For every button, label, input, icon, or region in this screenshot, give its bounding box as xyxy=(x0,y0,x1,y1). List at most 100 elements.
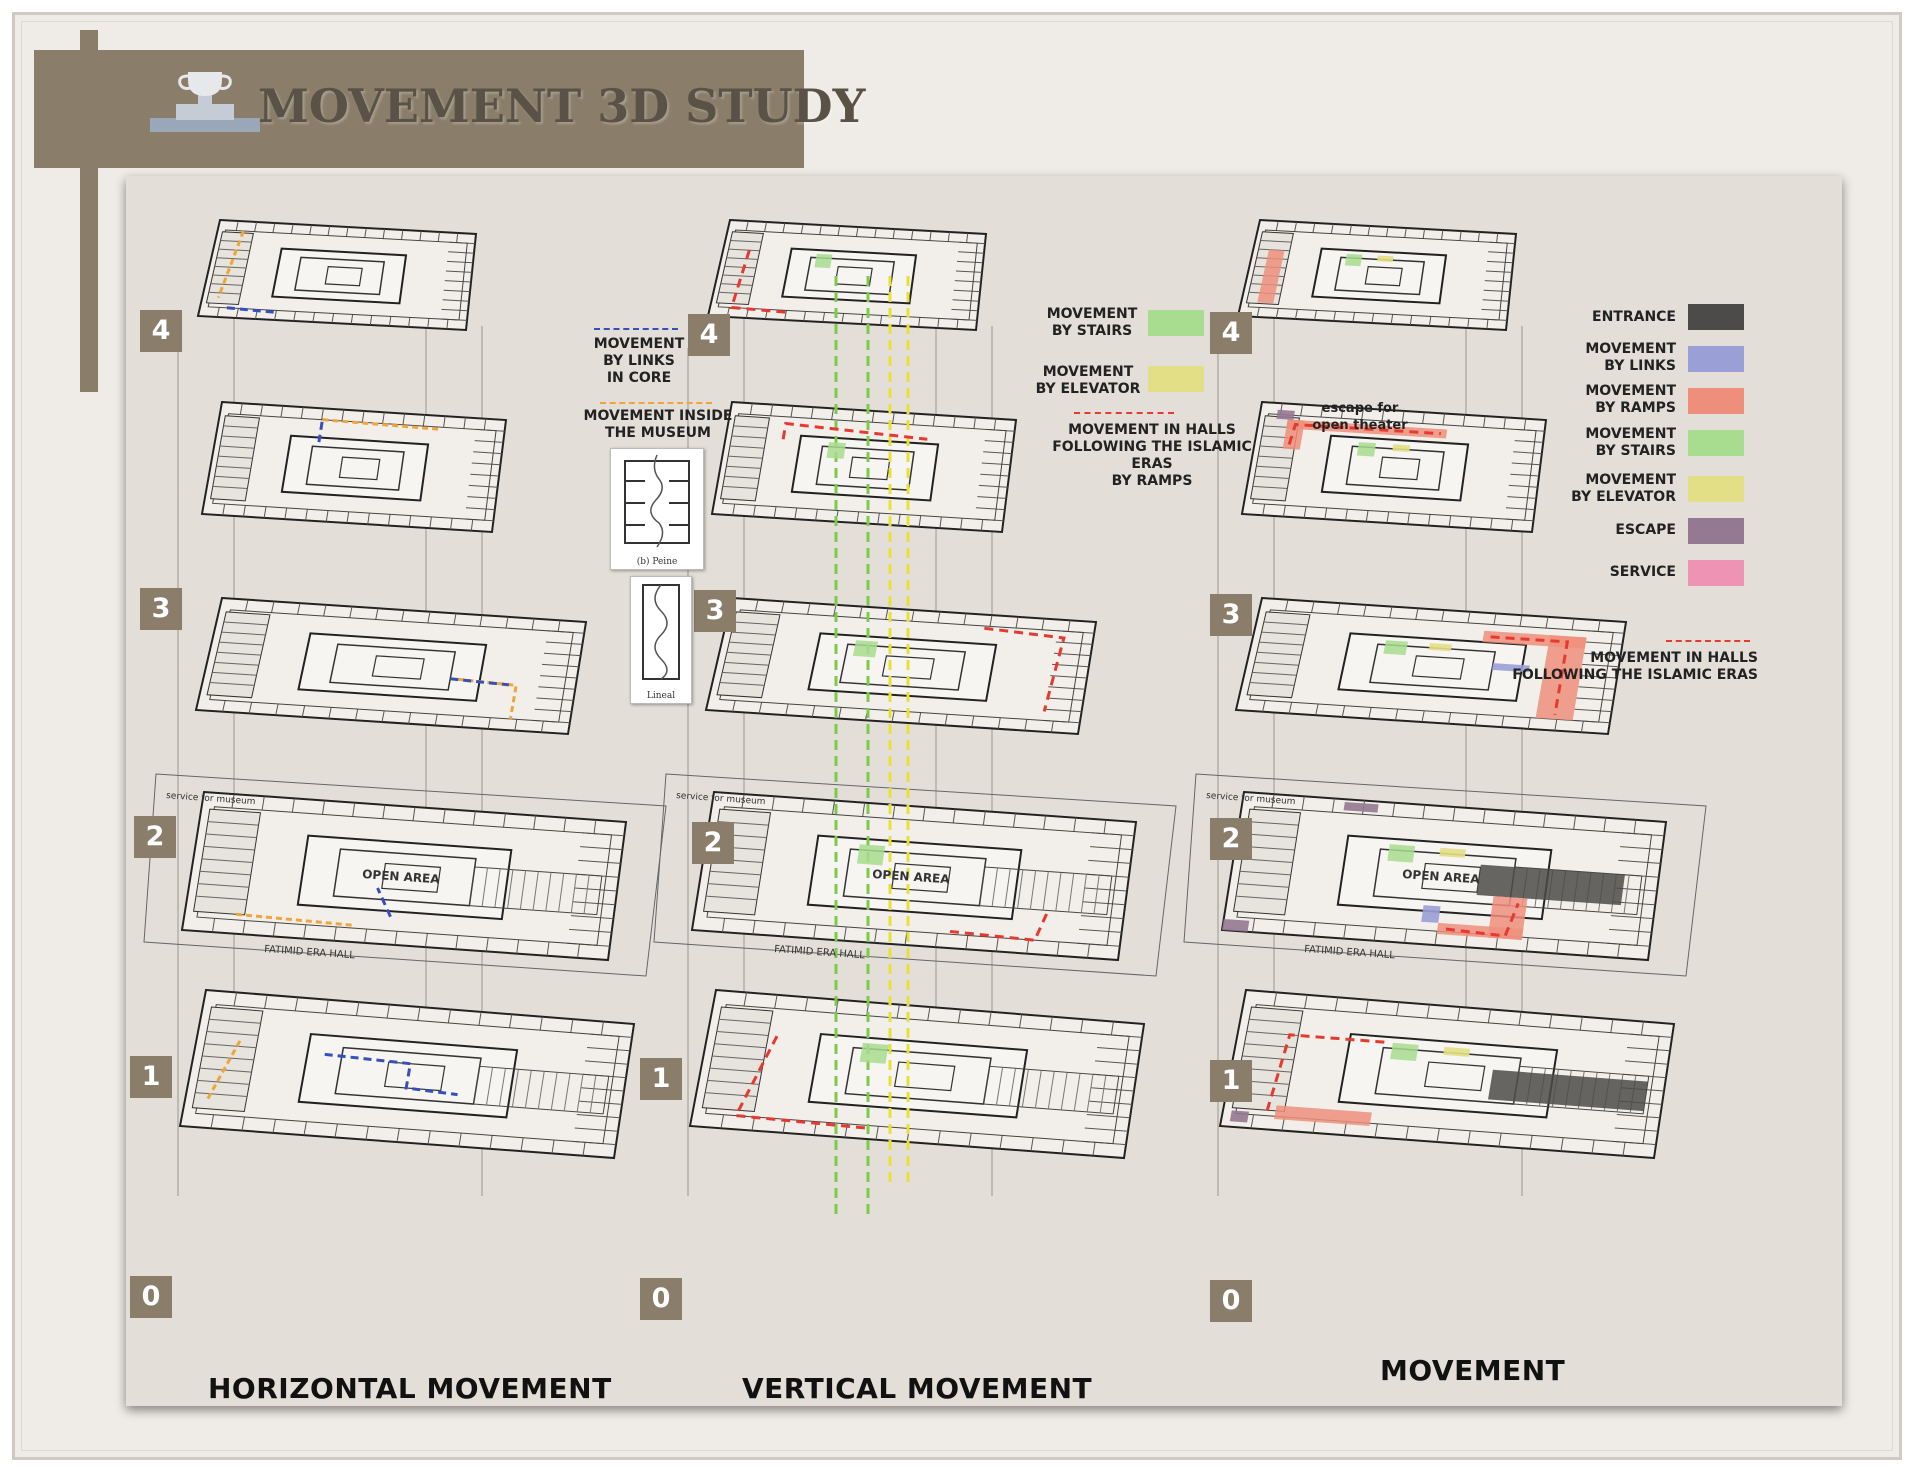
room-wall-t-v4-1 xyxy=(743,992,748,1007)
wing-wall-v0-4 xyxy=(724,265,757,269)
room-wall-b-h3-8 xyxy=(424,933,428,948)
level-badge-m-1: 1 xyxy=(1210,1060,1252,1102)
step-v3-7 xyxy=(1068,873,1075,913)
link-route-l3 xyxy=(317,421,324,443)
step-v4-1 xyxy=(995,1067,1004,1106)
room-wall-t-m2-2 xyxy=(1311,601,1315,613)
room-wall-r-v0-3 xyxy=(957,260,984,264)
inset-bottom-caption: Lineal xyxy=(646,691,676,701)
room-wall-t-m2-12 xyxy=(1571,618,1575,630)
room-wall-t-h0-13 xyxy=(456,232,459,243)
room-wall-t-h0-9 xyxy=(382,228,386,239)
stair-core-m4 xyxy=(1390,1042,1419,1062)
room-wall-r-v0-8 xyxy=(951,308,979,312)
core-v2 xyxy=(839,643,967,691)
entrance-fill-l0 xyxy=(1488,1069,1648,1112)
room-wall-t-h1-10 xyxy=(422,414,426,427)
room-wall-b-h4-13 xyxy=(582,1142,586,1156)
room-wall-b-h0-7 xyxy=(331,313,335,324)
room-wall-t-v2-5 xyxy=(859,606,863,618)
core-h0 xyxy=(293,256,386,296)
fatimid-label-h: FATIMID ERA HALL xyxy=(264,944,356,961)
room-wall-t-h3-5 xyxy=(352,802,356,817)
step-v3-3 xyxy=(1017,869,1024,909)
atrium-m2 xyxy=(1411,655,1465,680)
room-wall-t-v0-6 xyxy=(837,225,841,236)
room-wall-b-m4-1 xyxy=(1250,1114,1255,1129)
room-wall-b-h2-11 xyxy=(487,717,491,729)
wing-wall-m4-1 xyxy=(1249,1018,1301,1024)
escape-note: escape for open theater xyxy=(1312,401,1408,433)
room-wall-r-m3-2 xyxy=(1620,846,1663,851)
room-wall-t-h1-13 xyxy=(483,418,487,430)
room-wall-t-m2-4 xyxy=(1363,604,1367,617)
room-wall-t-v2-13 xyxy=(1067,620,1071,632)
wing-wall-v2-6 xyxy=(722,671,767,676)
room-wall-r-m2-7 xyxy=(1576,697,1614,701)
room-wall-r-v1-8 xyxy=(975,507,1005,511)
room-wall-r-h3-6 xyxy=(572,901,616,906)
hall-ramp-l4 xyxy=(729,249,791,315)
room-wall-b-v2-13 xyxy=(1050,721,1054,733)
room-wall-b-h1-11 xyxy=(429,516,432,529)
level-badge-v-1: 1 xyxy=(640,1058,682,1100)
wing-wall-v0-2 xyxy=(728,248,760,252)
wing-wall-m2-4 xyxy=(1256,651,1302,656)
room-wall-b-m2-6 xyxy=(1394,708,1399,721)
step-h4-4 xyxy=(524,1070,532,1109)
room-wall-t-m0-7 xyxy=(1385,226,1389,237)
room-wall-t-m0-1 xyxy=(1275,220,1279,231)
room-wall-t-h2-9 xyxy=(453,613,457,625)
room-wall-t-m0-10 xyxy=(1441,229,1444,240)
room-wall-b-v0-13 xyxy=(956,319,959,330)
step-h4-6 xyxy=(550,1072,558,1110)
step-h3-1 xyxy=(481,867,488,907)
room-wall-t-v1-3 xyxy=(790,405,794,418)
room-wall-t-v2-3 xyxy=(807,603,811,615)
room-wall-t-v4-3 xyxy=(804,997,809,1011)
room-wall-b-m1-3 xyxy=(1303,506,1307,518)
wing-m2 xyxy=(1246,611,1311,699)
room-wall-r-h3-7 xyxy=(570,915,614,920)
room-wall-t-h3-1 xyxy=(231,794,235,809)
open-area-label-h: OPEN AREA xyxy=(362,867,441,886)
room-wall-t-h4-1 xyxy=(233,992,238,1007)
wing-wall-v4-1 xyxy=(719,1018,771,1024)
room-wall-t-v1-13 xyxy=(993,418,997,430)
wing-wall-h3-4 xyxy=(201,858,253,863)
step-h3-3 xyxy=(507,869,514,909)
room-wall-t-v1-10 xyxy=(932,414,936,427)
step-v3-4 xyxy=(1029,870,1037,910)
room-wall-t-v0-3 xyxy=(782,222,786,233)
room-wall-b-m1-4 xyxy=(1324,507,1328,520)
room-wall-r-h2-3 xyxy=(543,652,581,657)
wing-wall-h3-6 xyxy=(197,883,249,888)
wing-wall-m3-5 xyxy=(1239,870,1291,876)
stair-core-m3 xyxy=(1387,844,1416,863)
room-wall-t-v3-2 xyxy=(771,796,775,811)
wing-wall-v1-4 xyxy=(728,455,763,459)
courtyard-v0 xyxy=(781,247,918,305)
room-wall-r-v3-6 xyxy=(1082,901,1126,906)
museum-comb-plan-inset: (b) Peine xyxy=(610,448,704,570)
escape-fill-l1b xyxy=(1222,918,1250,932)
room-wall-t-m2-5 xyxy=(1389,606,1393,618)
step-h4-5 xyxy=(537,1071,545,1109)
room-wall-b-m2-2 xyxy=(1288,702,1293,714)
wing-wall-m2-2 xyxy=(1261,631,1306,636)
room-wall-t-m3-3 xyxy=(1331,798,1335,813)
room-wall-r-v2-6 xyxy=(1048,686,1086,690)
atrium-m1 xyxy=(1378,456,1421,481)
room-wall-b-h1-3 xyxy=(263,506,267,518)
room-wall-t-m1-4 xyxy=(1340,407,1344,419)
room-wall-t-v3-6 xyxy=(892,804,896,819)
room-wall-b-m3-3 xyxy=(1312,922,1316,937)
atrium-h3 xyxy=(381,862,442,893)
wing-wall-v4-7 xyxy=(705,1092,758,1098)
room-wall-t-v0-7 xyxy=(855,226,859,237)
atrium-h2 xyxy=(371,655,425,680)
room-wall-t-m4-7 xyxy=(1457,1006,1461,1021)
room-wall-t-m1-5 xyxy=(1361,408,1364,420)
room-wall-r-m0-3 xyxy=(1487,260,1514,264)
room-wall-b-v1-1 xyxy=(732,503,736,516)
